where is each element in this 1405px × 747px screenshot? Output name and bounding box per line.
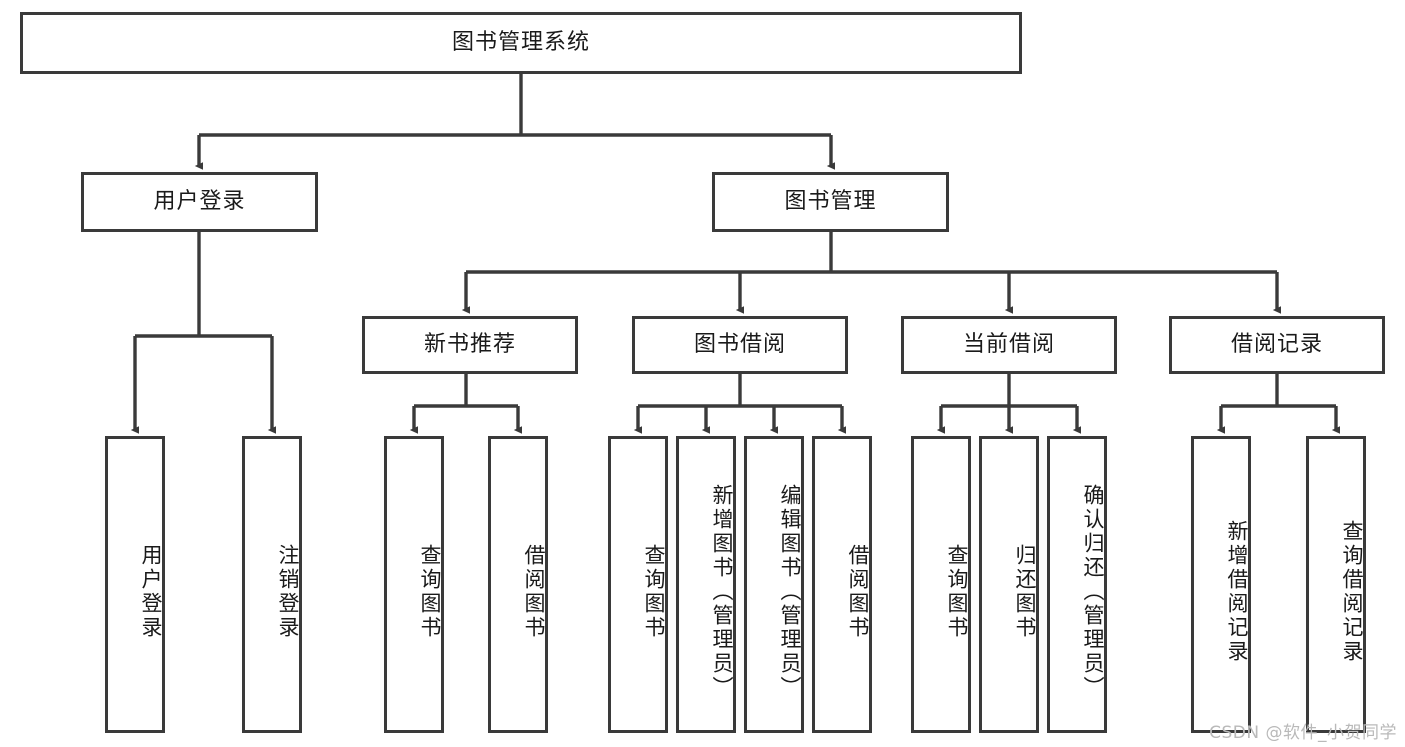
leaf-user-login-logout[interactable]: 注销登录 <box>242 436 302 733</box>
node-label: 新增借阅记录 <box>1225 519 1249 664</box>
leaf-current-borrow-query-books[interactable]: 查询图书 <box>911 436 971 733</box>
node-label: 查询图书 <box>418 543 442 640</box>
leaf-book-borrow-edit-book-admin[interactable]: 编辑图书（管理员） <box>744 436 804 733</box>
csdn-watermark: CSDN @软件_小贺同学 <box>1209 723 1397 743</box>
node-label: 查询图书 <box>945 543 969 640</box>
node-label: 用户登录 <box>153 188 246 214</box>
node-label: 图书借阅 <box>693 331 786 357</box>
leaf-new-book-borrow-books[interactable]: 借阅图书 <box>488 436 548 733</box>
node-new-book-recommendation[interactable]: 新书推荐 <box>362 316 578 374</box>
node-label: 当前借阅 <box>962 331 1055 357</box>
node-label: 归还图书 <box>1013 543 1037 640</box>
node-current-borrowing[interactable]: 当前借阅 <box>901 316 1117 374</box>
node-borrowing-record[interactable]: 借阅记录 <box>1169 316 1385 374</box>
node-book-borrowing[interactable]: 图书借阅 <box>632 316 848 374</box>
node-label: 查询借阅记录 <box>1340 519 1364 664</box>
node-label: 借阅记录 <box>1230 331 1323 357</box>
leaf-borrow-record-add-record[interactable]: 新增借阅记录 <box>1191 436 1251 733</box>
leaf-new-book-query-books[interactable]: 查询图书 <box>384 436 444 733</box>
leaf-book-borrow-add-book-admin[interactable]: 新增图书（管理员） <box>676 436 736 733</box>
node-label: 图书管理系统 <box>451 29 590 55</box>
node-label: 用户登录 <box>139 543 163 640</box>
leaf-book-borrow-borrow-books[interactable]: 借阅图书 <box>812 436 872 733</box>
node-label: 借阅图书 <box>522 543 546 640</box>
node-root-book-management-system[interactable]: 图书管理系统 <box>20 12 1022 74</box>
node-label: 新增图书（管理员） <box>710 483 734 700</box>
node-label: 新书推荐 <box>423 331 516 357</box>
node-book-management[interactable]: 图书管理 <box>712 172 949 232</box>
node-label: 编辑图书（管理员） <box>778 483 802 700</box>
leaf-current-borrow-confirm-return-admin[interactable]: 确认归还（管理员） <box>1047 436 1107 733</box>
node-label: 图书管理 <box>784 188 877 214</box>
leaf-book-borrow-query-books[interactable]: 查询图书 <box>608 436 668 733</box>
node-label: 确认归还（管理员） <box>1081 483 1105 700</box>
leaf-current-borrow-return-books[interactable]: 归还图书 <box>979 436 1039 733</box>
node-label: 查询图书 <box>642 543 666 640</box>
leaf-borrow-record-query-record[interactable]: 查询借阅记录 <box>1306 436 1366 733</box>
leaf-user-login-login[interactable]: 用户登录 <box>105 436 165 733</box>
node-label: 借阅图书 <box>846 543 870 640</box>
node-user-login[interactable]: 用户登录 <box>81 172 318 232</box>
node-label: 注销登录 <box>276 543 300 640</box>
